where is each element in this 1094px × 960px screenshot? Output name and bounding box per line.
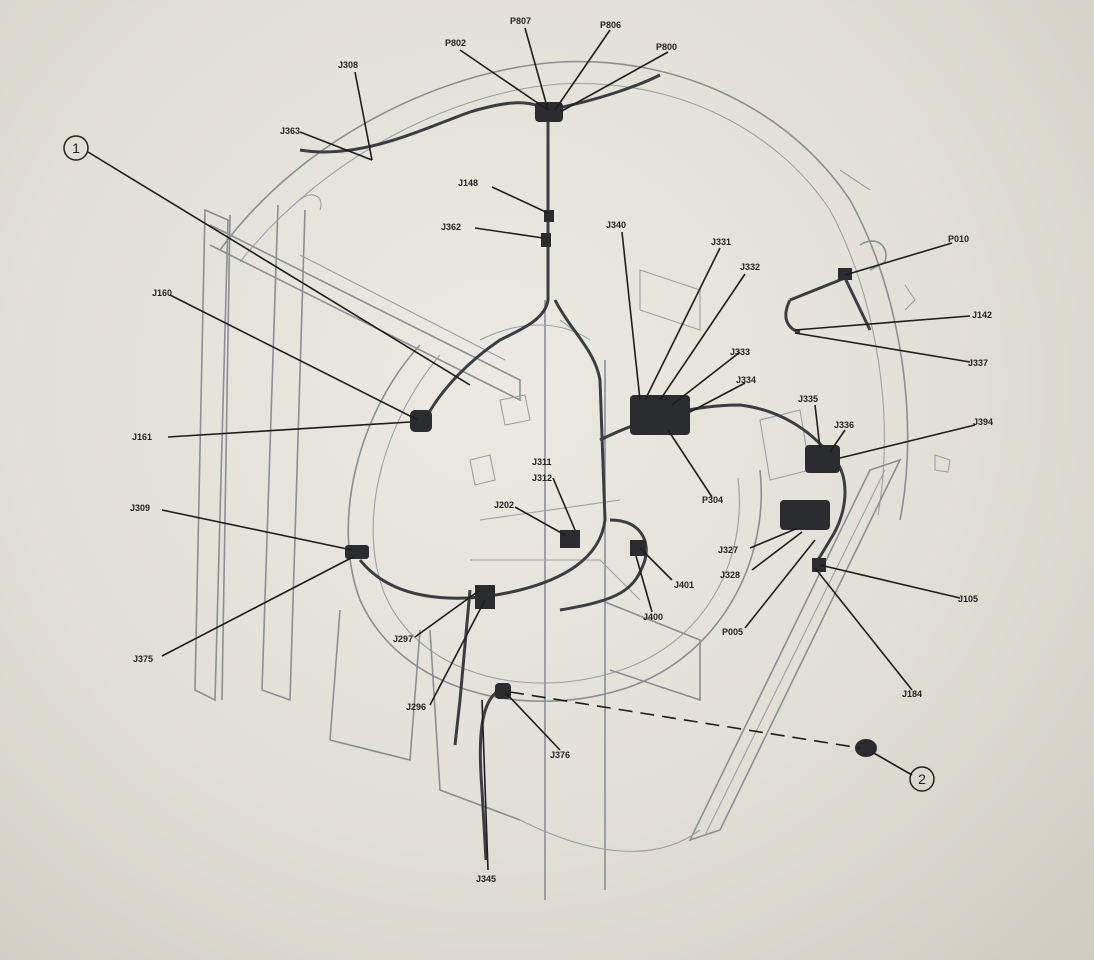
- connector-j161: [410, 410, 432, 432]
- label-p010: P010: [948, 234, 969, 244]
- label-j400: J400: [643, 612, 663, 622]
- label-j376: J376: [550, 750, 570, 760]
- connector-labels: P802 P807 P806 P800 J308 J363 J148 J362 …: [130, 16, 993, 884]
- label-j-left-upper: J160: [152, 288, 172, 298]
- label-j312: J312: [532, 473, 552, 483]
- connector-block-center: [630, 395, 690, 435]
- svg-text:2: 2: [918, 771, 926, 787]
- label-j-upper-mid: J362: [441, 222, 461, 232]
- leader-lines: [87, 27, 976, 871]
- connector-block-lower-right: [780, 500, 830, 530]
- label-j345: J345: [476, 874, 496, 884]
- label-j296: J296: [406, 702, 426, 712]
- label-p-top-right2: P800: [656, 42, 677, 52]
- connector-j362: [541, 233, 551, 247]
- label-j335: J335: [798, 394, 818, 404]
- connector-callout-2-part: [855, 739, 877, 757]
- label-j332: J332: [740, 262, 760, 272]
- label-j-left-harness: J363: [280, 126, 300, 136]
- label-j328: J328: [720, 570, 740, 580]
- label-p-top-left: P802: [445, 38, 466, 48]
- callout-2: 2: [909, 766, 935, 792]
- label-j161: J161: [132, 432, 152, 442]
- label-j184: J184: [902, 689, 922, 699]
- label-j375: J375: [133, 654, 153, 664]
- label-j-left-lower: J309: [130, 503, 150, 513]
- label-j337: J337: [968, 358, 988, 368]
- label-p-top-mid: P807: [510, 16, 531, 26]
- wiring-harness: [299, 73, 872, 861]
- label-p304: P304: [702, 495, 723, 505]
- label-j327: J327: [718, 545, 738, 555]
- callout-1: 1: [63, 135, 89, 161]
- label-j-top-left: J308: [338, 60, 358, 70]
- label-j142: J142: [972, 310, 992, 320]
- label-j105: J105: [958, 594, 978, 604]
- label-j331: J331: [711, 237, 731, 247]
- label-j336: J336: [834, 420, 854, 430]
- connector-block-right: [805, 445, 840, 473]
- connector-j297: [475, 585, 495, 609]
- connector-j401: [630, 540, 646, 556]
- label-j-center: J202: [494, 500, 514, 510]
- label-j334: J334: [736, 375, 756, 385]
- connector-j148: [544, 210, 554, 222]
- connector-j202: [560, 530, 580, 548]
- connector-p010: [838, 268, 852, 280]
- label-j311: J311: [532, 457, 552, 467]
- label-j394: J394: [973, 417, 993, 427]
- connector-blobs: [345, 102, 877, 757]
- connector-top-hub: [535, 102, 563, 122]
- svg-text:1: 1: [72, 140, 80, 156]
- label-j333: J333: [730, 347, 750, 357]
- connector-j105: [812, 558, 826, 572]
- label-p-top-right1: P806: [600, 20, 621, 30]
- label-j401: J401: [674, 580, 694, 590]
- label-j297: J297: [393, 634, 413, 644]
- label-j-center-top: J340: [606, 220, 626, 230]
- label-j148: J148: [458, 178, 478, 188]
- label-p005: P005: [722, 627, 743, 637]
- connector-j375: [345, 545, 369, 559]
- vehicle-frame-outline: [194, 60, 951, 900]
